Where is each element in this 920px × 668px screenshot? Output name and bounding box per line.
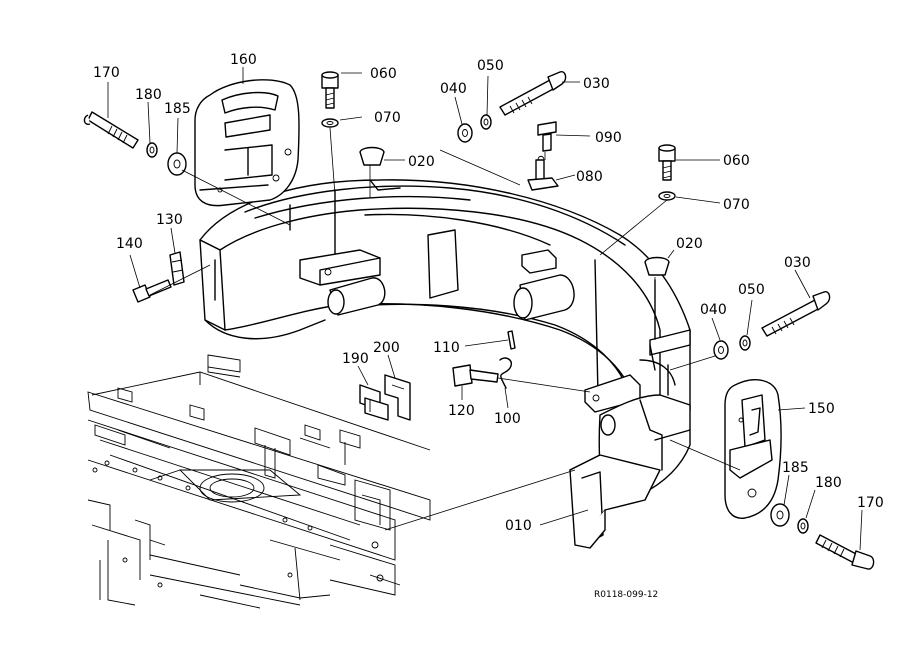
callout-180-left: 180 — [135, 87, 162, 103]
washer-050-top — [480, 114, 492, 130]
washer-040-right — [713, 340, 729, 360]
callout-070-left: 070 — [374, 110, 401, 126]
cap-screw-060-left — [321, 71, 339, 109]
callout-185-right: 185 — [782, 460, 809, 476]
callout-180-right: 180 — [815, 475, 842, 491]
plug-020-top — [359, 146, 385, 166]
washer-070-left — [321, 118, 339, 128]
callout-050-top: 050 — [477, 58, 504, 74]
callout-040-top: 040 — [440, 81, 467, 97]
plug-020-right — [644, 256, 670, 276]
counterweight-body — [199, 179, 691, 549]
pin-110 — [507, 330, 516, 350]
bracket-080 — [527, 155, 559, 191]
bolt-030-right — [761, 291, 831, 337]
bracket-200 — [384, 374, 411, 421]
callout-010: 010 — [505, 518, 532, 534]
washer-050-right — [739, 335, 751, 351]
callout-170-right: 170 — [857, 495, 884, 511]
bolt-170-right — [815, 534, 875, 570]
bracket-plate-150 — [724, 379, 782, 519]
callout-170-left: 170 — [93, 65, 120, 81]
bolt-030-top — [499, 71, 567, 116]
washer-070-right — [658, 191, 676, 201]
leader-lines — [107, 67, 863, 551]
callout-060-left: 060 — [370, 66, 397, 82]
clip-130 — [169, 251, 185, 286]
bracket-plate-160 — [194, 79, 300, 207]
bolt-140 — [132, 279, 172, 303]
washer-180-left — [146, 142, 158, 158]
callout-140: 140 — [116, 236, 143, 252]
callout-020-top: 020 — [408, 154, 435, 170]
callout-100: 100 — [494, 411, 521, 427]
callout-190: 190 — [342, 351, 369, 367]
callout-060-right: 060 — [723, 153, 750, 169]
callout-200: 200 — [373, 340, 400, 356]
bolt-170-left — [83, 111, 139, 149]
callout-130: 130 — [156, 212, 183, 228]
callout-labels: 170 180 185 160 060 070 040 050 030 090 … — [93, 52, 884, 534]
drawing-reference-number: R0118-099-12 — [594, 590, 658, 600]
callout-080: 080 — [576, 169, 603, 185]
bolt-120 — [452, 364, 499, 387]
washer-185-right — [770, 503, 790, 527]
callout-120: 120 — [448, 403, 475, 419]
washer-040-top — [457, 123, 473, 143]
clip-100 — [499, 357, 512, 389]
callout-150: 150 — [808, 401, 835, 417]
callout-020-right: 020 — [676, 236, 703, 252]
cap-screw-060-right — [658, 144, 676, 181]
callout-110: 110 — [433, 340, 460, 356]
callout-160: 160 — [230, 52, 257, 68]
bolt-090 — [537, 121, 557, 152]
callout-185-left: 185 — [164, 101, 191, 117]
washer-185-left — [167, 152, 187, 176]
callout-030-top: 030 — [583, 76, 610, 92]
callout-090: 090 — [595, 130, 622, 146]
washer-180-right — [797, 518, 809, 534]
callout-040-right: 040 — [700, 302, 727, 318]
callout-030-right: 030 — [784, 255, 811, 271]
bracket-190 — [359, 384, 389, 421]
chassis-frame — [87, 354, 431, 609]
callout-070-right: 070 — [723, 197, 750, 213]
callout-050-right: 050 — [738, 282, 765, 298]
